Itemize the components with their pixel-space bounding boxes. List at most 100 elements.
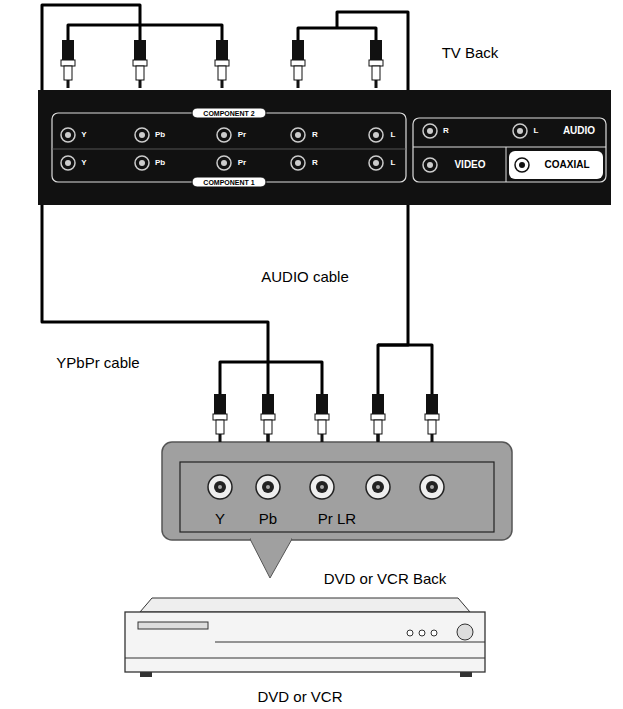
jack-hole [65, 160, 71, 166]
plug-body [62, 40, 74, 60]
plug-collar [261, 414, 275, 420]
plug-collar [213, 414, 227, 420]
dvd-player: DVD or VCR [118, 595, 490, 682]
jack-ring [135, 156, 149, 170]
plug-tip [377, 434, 380, 442]
plug-sleeve [374, 420, 382, 434]
callout-pointer [250, 539, 292, 578]
plug-tip [221, 80, 224, 88]
player-button [419, 630, 425, 636]
player-button [407, 630, 413, 636]
av-divider [413, 147, 606, 148]
jack-hole [316, 481, 328, 493]
player-body [125, 612, 485, 672]
plug-collar [315, 414, 329, 420]
jack-hole [221, 132, 227, 138]
jack-ring [310, 475, 334, 499]
jack-hole [373, 160, 379, 166]
plug-body [426, 394, 438, 414]
plug-tip [297, 80, 300, 88]
plug-body [216, 40, 228, 60]
player-foot [140, 672, 152, 677]
plug-tip [139, 80, 142, 88]
plug-body [262, 394, 274, 414]
jack-hole [427, 162, 433, 168]
plug-sleeve [216, 420, 224, 434]
plug-sleeve [294, 66, 302, 80]
component-pill [192, 108, 266, 118]
cable-wire [268, 362, 322, 394]
jack-pin [266, 485, 270, 489]
jack-hole [373, 132, 379, 138]
component-pill [192, 177, 266, 187]
cable-wire [42, 5, 140, 90]
jack-label: R [443, 127, 449, 135]
plug-sleeve [218, 66, 226, 80]
player-seam [125, 658, 485, 659]
player-foot [460, 672, 472, 677]
dvd-jack-frame [180, 462, 494, 532]
plug-sleeve [428, 420, 436, 434]
jack-hole [65, 132, 71, 138]
jack-pin [218, 485, 222, 489]
component-label: COMPONENT 2 [203, 110, 254, 117]
jack-hole [295, 132, 301, 138]
cable-wire [337, 12, 408, 90]
jack-label: Pr [238, 131, 246, 139]
plug-tip [267, 434, 270, 442]
row-divider [52, 149, 406, 150]
jack-ring [513, 124, 527, 138]
jack-ring [291, 156, 305, 170]
plug-sleeve [372, 66, 380, 80]
pointer-join [251, 536, 291, 540]
jack-ring [208, 475, 232, 499]
panel-heading: TV Back [442, 45, 499, 60]
port-label: AUDIO [563, 126, 595, 136]
jack-pin [376, 485, 380, 489]
port-label: VIDEO [454, 160, 485, 170]
cable-wire [378, 345, 432, 394]
cable-label: AUDIO cable [261, 269, 349, 284]
jack-hole [262, 481, 274, 493]
jack-pin [430, 485, 434, 489]
jack-label: Pr [238, 159, 246, 167]
plug-body [372, 394, 384, 414]
plug-sleeve [318, 420, 326, 434]
player-lid [140, 598, 470, 612]
plug-collar [291, 60, 305, 66]
dvd-back-panel: DVD or VCR BackYPbPr LR [162, 442, 512, 540]
jack-ring [420, 475, 444, 499]
jack-ring [423, 158, 437, 172]
plug-tip [431, 434, 434, 442]
plug-body [370, 40, 382, 60]
jack-label: Pr LR [318, 511, 356, 526]
jack-ring [256, 475, 280, 499]
jack-label: Pb [155, 131, 165, 139]
component-label: COMPONENT 1 [203, 179, 254, 186]
plug-body [134, 40, 146, 60]
plug-sleeve [64, 66, 72, 80]
jack-label: Y [81, 159, 86, 167]
plug-body [316, 394, 328, 414]
jack-ring [61, 128, 75, 142]
jack-hole [139, 160, 145, 166]
plug-collar [215, 60, 229, 66]
jack-hole [427, 128, 433, 134]
plug-collar [371, 414, 385, 420]
plug-collar [133, 60, 147, 66]
cable-label: YPbPr cable [56, 355, 139, 370]
jack-hole [517, 128, 523, 134]
player-button [431, 630, 437, 636]
jack-hole [214, 481, 226, 493]
coaxial-pill [509, 151, 603, 179]
jack-hole [519, 162, 525, 168]
jack-ring [61, 156, 75, 170]
plug-sleeve [264, 420, 272, 434]
plug-body [214, 394, 226, 414]
plug-tip [67, 80, 70, 88]
tv-panel [38, 90, 611, 205]
tv-back-panel: TV BackCOMPONENT 2YPbPrRLRLAUDIOVIDEOCOA… [38, 90, 611, 205]
jack-label: L [391, 131, 396, 139]
player-knob [457, 624, 473, 640]
